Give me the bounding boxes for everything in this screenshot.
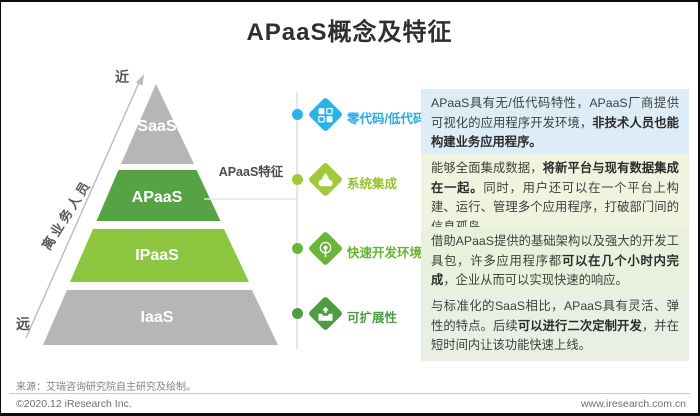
cloud-upload-icon (307, 161, 344, 198)
desc-bold-text: 将新平台与现有数据集成在一起。 (431, 161, 679, 195)
pyramid-layer-saas (121, 84, 194, 164)
website-url: www.iresearch.com.cn (580, 398, 686, 410)
pyramid-layer-apaas (96, 170, 221, 221)
desc-bold-text: 可以进行二次定制开发 (517, 318, 642, 333)
feature-description: APaaS具有无/低代码特性，APaaS厂商提供可视化的应用程序开发环境，非技术… (421, 89, 689, 158)
layer-label-ipaas: IPaaS (135, 247, 179, 264)
desc-text: APaaS具有无/低代码特性，APaaS厂商提供可视化的应用程序开发环境， (431, 96, 679, 130)
callout-label: APaaS特征 (219, 164, 284, 179)
app-blocks-glyph (318, 107, 333, 122)
desc-bold-text: 非技术人员也能构建业务应用程序。 (431, 115, 679, 150)
desc-bold-text: 可以在几个小时内完成 (431, 253, 679, 288)
cloud-upload-glyph (318, 172, 334, 187)
timeline-dot (292, 174, 303, 185)
feature-label: 快速开发环境 (347, 246, 423, 260)
desc-text: 借助APaaS提供的基础架构以及强大的开发工具包，许多应用程序都 (431, 234, 679, 268)
expand-box-glyph (318, 306, 334, 321)
expand-box-icon (307, 295, 344, 332)
axis-title: 离业务人员 (39, 177, 94, 253)
app-blocks-icon (307, 96, 344, 133)
desc-text: ，并在短时间内让该功能快速上线。 (431, 318, 679, 353)
timeline-dot (292, 308, 303, 319)
source-note: 来源：艾瑞咨询研究院自主研究及绘制。 (16, 382, 196, 393)
feature-label: 系统集成 (347, 177, 398, 191)
broadcast-icon (307, 230, 344, 267)
timeline-line (296, 92, 298, 349)
feature-description: 与标准化的SaaS相比，APaaS具有灵活、弹性的特点。后续可以进行二次定制开发… (421, 292, 689, 361)
copyright-text: ©2020.12 iResearch Inc. (16, 398, 132, 410)
layer-label-saas: SaaS (137, 118, 176, 135)
axis-arrow-line (25, 77, 142, 339)
desc-text: 与标准化的SaaS相比，APaaS具有灵活、弹性的特点。后续 (431, 299, 679, 333)
layer-label-iaas: IaaS (141, 309, 174, 326)
broadcast-glyph (318, 241, 334, 257)
axis-bottom-label: 远 (16, 316, 30, 332)
pyramid-diagram: 近 远 离业务人员 SaaS APaaS IPaaS IaaS APaaS特征 (16, 69, 299, 345)
page-title: APaaS概念及特征 (246, 19, 453, 46)
desc-text: 同时，用户还可以在一个平台上构建、运行、管理多个应用程序，打破部门间的信息孤岛。 (431, 180, 679, 234)
feature-label: 可扩展性 (347, 311, 398, 325)
feature-description: 借助APaaS提供的基础架构以及强大的开发工具包，许多应用程序都可以在几个小时内… (421, 227, 689, 296)
axis-top-label: 近 (115, 69, 129, 85)
footer-divider (9, 393, 690, 394)
timeline-dot (292, 109, 303, 120)
axis-arrowhead-icon (136, 74, 144, 86)
desc-text: ，企业从而可以实现快速的响应。 (443, 273, 628, 287)
desc-text: 能够全面集成数据， (431, 161, 543, 175)
timeline-dot (292, 243, 303, 254)
pyramid-layer-ipaas (70, 229, 249, 282)
feature-label: 零代码/低代码 (347, 112, 426, 126)
layer-label-apaas: APaaS (132, 189, 183, 206)
pyramid-layer-iaas (43, 290, 278, 345)
